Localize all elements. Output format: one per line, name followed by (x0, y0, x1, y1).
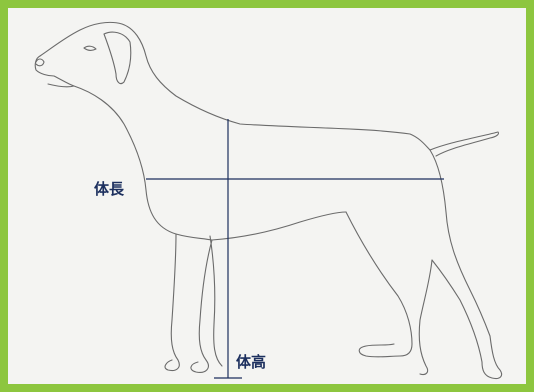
body-height-label: 体高 (236, 353, 267, 371)
dog-far-hind-leg (418, 259, 433, 376)
dog-throat-chest (73, 85, 213, 241)
dog-ear (103, 31, 132, 85)
dog-tail (429, 131, 500, 157)
dog-far-front-leg (209, 235, 223, 367)
dog-nose (35, 58, 45, 67)
dog-front-leg (164, 233, 180, 372)
dog-outline (34, 21, 503, 380)
dog-muzzle (34, 55, 75, 88)
dog-topline (39, 21, 431, 151)
dog-belly (211, 211, 347, 241)
dog-hind-leg-front (345, 211, 413, 358)
body-length-label: 体長 (94, 180, 125, 198)
dog-hind-leg-rear (429, 149, 503, 380)
dog-eye (83, 45, 97, 51)
dog-front-leg-back (190, 239, 213, 373)
